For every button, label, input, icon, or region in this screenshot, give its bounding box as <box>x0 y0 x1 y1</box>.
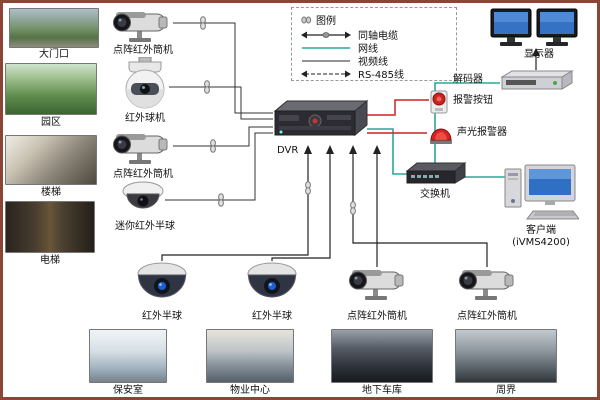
photo-campus <box>5 63 97 115</box>
label-ptz-camera: 红外球机 <box>125 113 165 124</box>
network-switch-icon <box>403 161 469 187</box>
label-dome-camera-2: 红外半球 <box>252 311 292 322</box>
bullet-camera-icon <box>109 129 173 169</box>
legend-item-coax: 同轴电缆 <box>300 27 398 42</box>
monitor-icon <box>535 7 579 49</box>
legend-item-network: 网线 <box>300 40 378 55</box>
label-dvr: DVR <box>277 145 299 156</box>
monitor-icon <box>489 7 533 49</box>
photo-security-room <box>89 329 167 383</box>
label-bullet-camera-3: 点阵红外筒机 <box>347 311 407 322</box>
label-property-center: 物业中心 <box>230 385 270 396</box>
bullet-camera-icon <box>345 265 409 305</box>
legend-network-label: 网线 <box>358 44 378 55</box>
label-bullet-camera-4: 点阵红外筒机 <box>457 311 517 322</box>
label-main-gate: 大门口 <box>39 49 69 60</box>
label-bullet-camera-2: 点阵红外筒机 <box>113 169 173 180</box>
coax-line-sample-icon <box>301 31 351 38</box>
dvr-device-icon <box>267 99 371 143</box>
legend-item-rs485: RS-485线 <box>300 66 404 81</box>
dome-camera-icon <box>136 261 188 307</box>
photo-perimeter <box>455 329 557 383</box>
bullet-camera-icon <box>109 7 173 47</box>
photo-main-gate <box>9 8 99 48</box>
photo-elevator <box>5 201 95 253</box>
network-line-sample-icon <box>302 46 350 49</box>
legend-title-label: 图例 <box>316 16 336 27</box>
mini-dome-camera-icon <box>121 181 165 219</box>
label-switch: 交换机 <box>420 189 450 200</box>
dome-camera-icon <box>246 261 298 307</box>
video-line-sample-icon <box>302 59 350 62</box>
label-decoder: 解码器 <box>453 74 483 85</box>
label-mini-dome-camera: 迷你红外半球 <box>115 221 175 232</box>
label-security-room: 保安室 <box>113 385 143 396</box>
legend-coax-label: 同轴电缆 <box>358 31 398 42</box>
legend-video-label: 视频线 <box>358 57 388 68</box>
siren-icon <box>427 119 455 145</box>
bullet-camera-icon <box>455 265 519 305</box>
decoder-device-icon <box>500 69 574 91</box>
label-campus: 园区 <box>41 117 61 128</box>
label-dome-camera-1: 红外半球 <box>142 311 182 322</box>
ptz-dome-camera-icon <box>121 57 169 111</box>
client-computer-icon <box>503 163 579 223</box>
connector-icon <box>301 16 312 23</box>
photo-property-center <box>206 329 294 383</box>
label-bullet-camera-1: 点阵红外筒机 <box>113 45 173 56</box>
label-underground-garage: 地下车库 <box>362 385 402 396</box>
alarm-button-icon <box>429 89 449 115</box>
label-perimeter: 周界 <box>496 385 516 396</box>
rs485-line-sample-icon <box>301 70 351 77</box>
label-client-sub: (iVMS4200) <box>512 237 570 248</box>
label-stairs: 楼梯 <box>41 187 61 198</box>
legend-rs485-label: RS-485线 <box>358 70 404 81</box>
photo-stairs <box>5 135 97 185</box>
legend-title: 图例 <box>300 12 336 27</box>
label-alarm-button: 报警按钮 <box>453 95 493 106</box>
legend-box: 图例 同轴电缆 网线 视频线 <box>291 7 457 81</box>
legend-item-video: 视频线 <box>300 53 388 68</box>
photo-underground-garage <box>331 329 433 383</box>
label-monitor: 显示器 <box>524 49 554 60</box>
label-siren: 声光报警器 <box>457 127 507 138</box>
label-client: 客户端 <box>526 225 556 236</box>
label-elevator: 电梯 <box>40 255 60 266</box>
